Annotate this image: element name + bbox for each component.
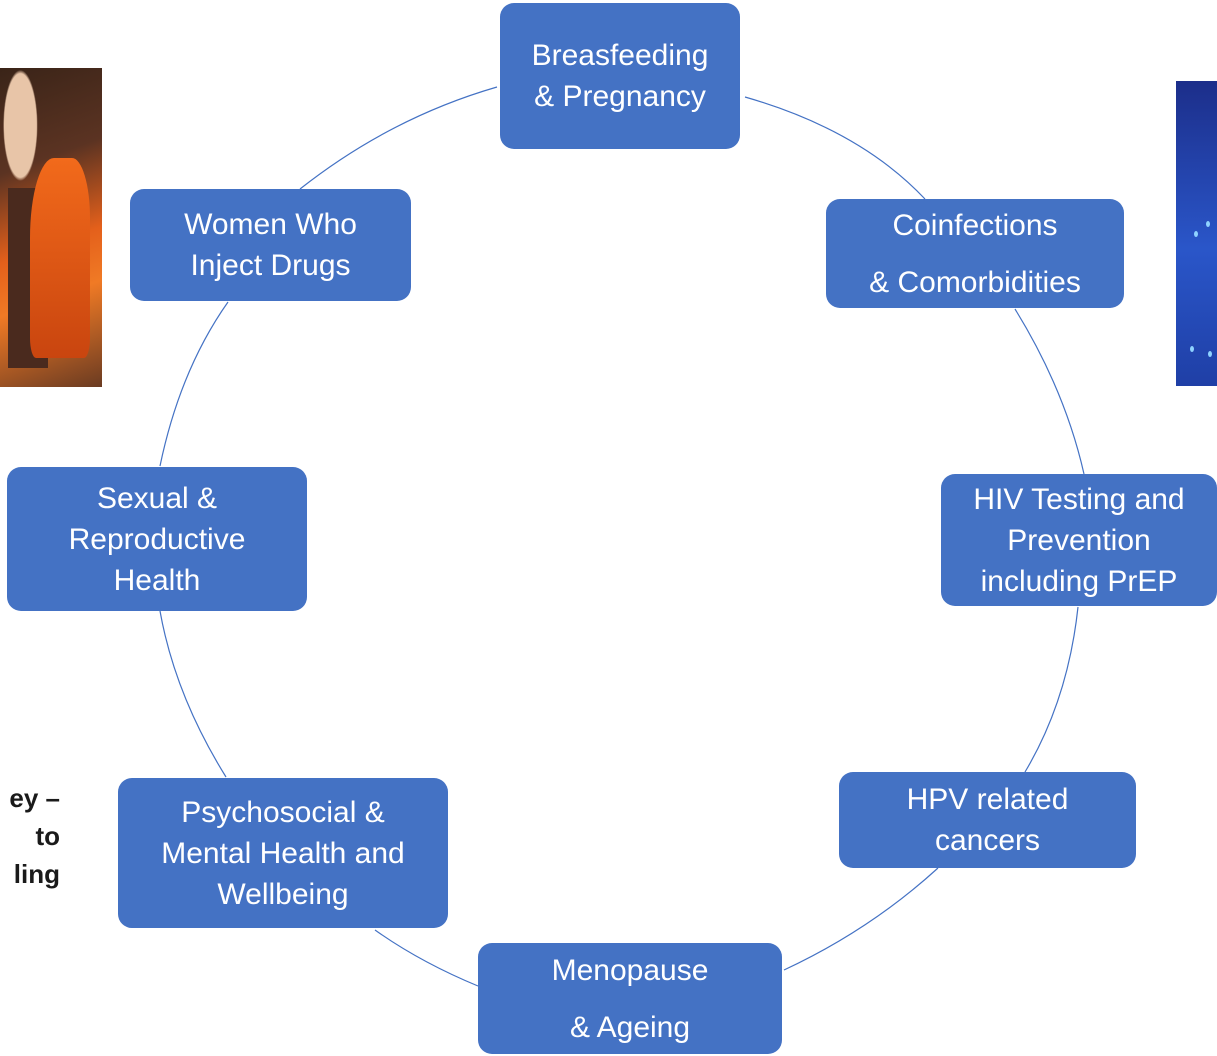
node-line: Sexual & [96, 481, 218, 515]
node-hpv-related-cancers: HPV related cancers [839, 772, 1136, 868]
connector-psych-sexual [159, 610, 227, 778]
connector-meno-psych [374, 929, 479, 987]
node-line: Inject Drugs [190, 249, 351, 282]
node-line: & Pregnancy [534, 80, 706, 113]
node-line: Menopause [551, 953, 709, 987]
node-psychosocial-mental-health: Psychosocial & Mental Health and Wellbei… [118, 778, 448, 928]
connector-hpv-meno [783, 867, 939, 971]
node-line: Wellbeing [217, 877, 349, 911]
node-women-who-inject-drugs: Women Who Inject Drugs [130, 189, 411, 301]
node-line: HIV Testing and [973, 482, 1185, 516]
connector-coinf-hiv [1014, 308, 1085, 475]
caption-line: ey – [9, 783, 60, 813]
connector-women-breast [299, 86, 498, 190]
node-breastfeeding-pregnancy: Breasfeeding & Pregnancy [500, 3, 740, 149]
node-line: including PrEP [980, 564, 1178, 598]
node-coinfections-comorbidities: Coinfections & Comorbidities [826, 199, 1124, 308]
node-line: Psychosocial & [181, 795, 385, 829]
caption-line: to [35, 821, 60, 851]
photo-woman-orange-coat [0, 68, 102, 387]
node-sexual-reproductive-health: Sexual & Reproductive Health [7, 467, 307, 611]
connector-hiv-hpv [1024, 606, 1079, 773]
node-hiv-testing-prevention: HIV Testing and Prevention including PrE… [941, 474, 1217, 606]
node-line: Prevention [1007, 523, 1151, 557]
node-menopause-ageing: Menopause & Ageing [478, 943, 782, 1054]
node-line: & Ageing [569, 1010, 691, 1044]
node-line: Reproductive [68, 522, 246, 556]
node-line: Women Who [184, 208, 357, 241]
node-line: cancers [934, 824, 1041, 857]
node-line: Health [113, 563, 201, 597]
node-line: & Comorbidities [869, 265, 1081, 299]
caption-line: ling [13, 859, 60, 889]
node-line: Coinfections [892, 208, 1058, 242]
node-line: Mental Health and [161, 836, 405, 870]
side-caption-text: ey – to ling [0, 779, 60, 914]
node-line: Breasfeeding [531, 39, 709, 72]
photo-blue-background [1176, 81, 1217, 386]
connector-sexual-women [159, 301, 229, 467]
connector-breast-coinf [744, 96, 926, 200]
node-line: HPV related [906, 783, 1069, 816]
